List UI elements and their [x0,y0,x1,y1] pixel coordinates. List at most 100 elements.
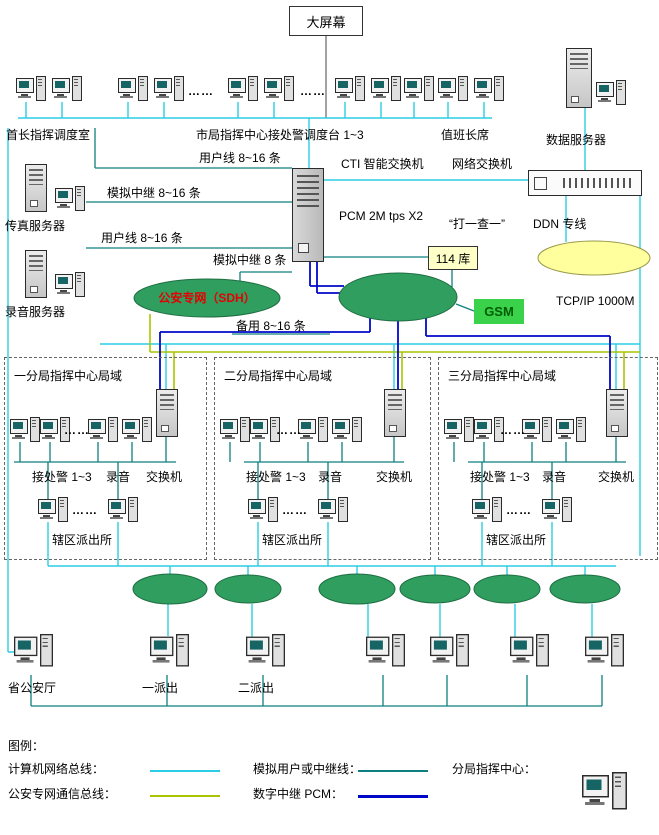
workstation-icon [248,497,278,525]
data-server-label: 数据服务器 [546,133,607,147]
sdh-cloud-shape [133,278,281,318]
workstation-icon [335,76,365,104]
district-cloud-6 [549,574,621,604]
workstation-icon [55,272,85,300]
workstation-icon [510,634,549,670]
workstation-icon [10,417,40,445]
workstation-icon [108,497,138,525]
core-network-cloud [338,272,458,322]
network-switch-icon [528,170,642,196]
workstation-icon [332,417,362,445]
db114-box: 114 库 [428,246,478,270]
workstation-icon [556,417,586,445]
workstation-icon [88,417,118,445]
legend-analog-line: 模拟用户或中继线： [253,762,362,776]
server-tower-icon [606,389,628,437]
security-network-wires [149,314,640,389]
branch2-station: 辖区派出所 [262,533,323,547]
workstation-icon [40,417,70,445]
workstation-icon [542,497,572,525]
legend-title: 图例： [8,739,45,753]
workstation-icon [220,417,250,445]
record-server-label: 录音服务器 [5,305,66,319]
workstation-icon [118,76,148,104]
district-cloud-5 [473,574,541,604]
workstation-icon [366,634,405,670]
workstation-icon [55,186,85,214]
chief-room-label: 首长指挥调度室 [6,128,91,142]
workstation-icon [474,76,504,104]
branch3-station: 辖区派出所 [486,533,547,547]
user-line1-label: 用户线 8~16 条 [199,151,281,165]
legend-computer-bus-swatch [150,770,220,772]
branch2-record: 录音 [318,470,343,484]
workstation-icon [444,417,474,445]
branch1-title: 一分局指挥中心局域 [14,369,123,383]
branch3-switch: 交换机 [598,470,635,484]
server-tower-icon [25,250,47,298]
workstation-icon [585,634,624,670]
ellipsis: …… [506,503,532,517]
gsm-label: GSM [484,304,514,319]
workstation-icon [246,634,285,670]
workstation-icon [14,634,53,670]
district-cloud-4 [399,574,471,604]
branch2-box [214,357,431,560]
branch1-box [4,357,207,560]
ellipsis: …… [64,423,90,437]
big-screen-box: 大屏幕 [289,6,363,36]
ellipsis: …… [72,503,98,517]
branch3-box [438,357,658,560]
pcm-digital-wires [159,260,611,389]
branch3-title: 三分局指挥中心局域 [448,369,557,383]
workstation-icon [472,497,502,525]
db114-label: 114 库 [435,251,471,266]
server-tower-icon [156,389,178,437]
workstation-icon [16,76,46,104]
fax-server-label: 传真服务器 [5,219,66,233]
workstation-icon [154,76,184,104]
workstation-icon [522,417,552,445]
analog-trunk1-label: 模拟中继 8~16 条 [107,186,201,200]
server-tower-icon [384,389,406,437]
workstation-icon [150,634,189,670]
legend-digital-pcm-swatch [358,795,428,798]
workstation-icon [264,76,294,104]
cti-switch-icon [292,168,324,262]
legend-computer-bus: 计算机网络总线： [8,762,105,776]
workstation-icon [52,76,82,104]
province-label: 省公安厅 [8,681,57,695]
branch2-title: 二分局指挥中心局域 [224,369,333,383]
data-server-icon [566,48,592,108]
workstation-icon [38,497,68,525]
workstation-icon [438,76,468,104]
legend-security-bus-swatch [150,795,220,797]
big-screen-label: 大屏幕 [306,14,346,30]
server-tower-icon [25,164,47,212]
branch1-record: 录音 [106,470,131,484]
gsm-box: GSM [474,299,524,324]
cti-switch-label: CTI 智能交换机 [341,157,424,171]
branch3-alarm: 接处警 1~3 [470,470,530,484]
ellipsis: …… [500,423,526,437]
legend-security-bus: 公安专网通信总线： [8,787,117,801]
legend-digital-pcm: 数字中继 PCM： [253,787,344,801]
ellipsis: …… [282,503,308,517]
workstation-icon [430,634,469,670]
legend-analog-line-swatch [358,770,428,772]
tcpip-label: TCP/IP 1000M [556,294,635,308]
district-cloud-2 [214,574,282,604]
workstation-icon [228,76,258,104]
branch2-switch: 交换机 [376,470,413,484]
workstation-icon [122,417,152,445]
ellipsis: …… [188,84,214,98]
city-console-label: 市局指挥中心接处警调度台 1~3 [196,128,364,142]
ddn-line-label: DDN 专线 [533,217,587,231]
computer-network-bus-wires [7,102,641,653]
sdh-cloud-label: 公安专网（SDH） [158,291,256,305]
backup-label: 备用 8~16 条 [236,319,306,333]
branch3-record: 录音 [542,470,567,484]
branch1-alarm: 接处警 1~3 [32,470,92,484]
analog-trunk-wires [14,128,626,707]
